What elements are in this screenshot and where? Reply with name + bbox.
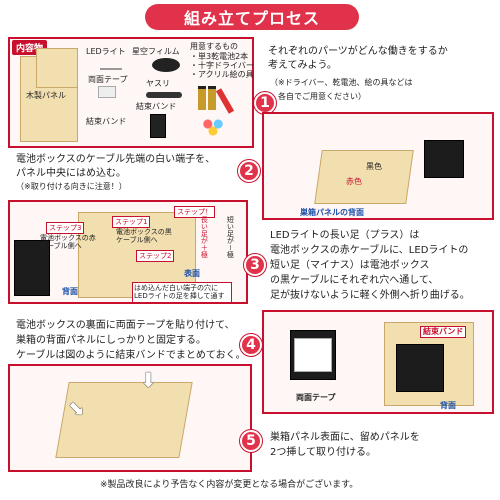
- intro-note: 各自でご用意ください）: [278, 92, 366, 101]
- intro-text: 考えてみよう。: [268, 60, 337, 71]
- black-label: 黒色: [366, 162, 382, 171]
- prepare-item: ・アクリル絵の具: [190, 70, 254, 79]
- tape-label: 両面テープ: [296, 393, 336, 402]
- contents-item-band-2: 結束バンド: [86, 117, 127, 126]
- prepare-item: ・十字ドライバー: [190, 61, 254, 70]
- step2-text: 電池ボックスの赤ケーブルに、LEDライトの: [270, 245, 469, 256]
- step3-note: 電池ボックスの赤ケーブル側へ: [40, 234, 96, 251]
- step1-note: （※取り付ける向きに注意！）: [16, 182, 127, 191]
- step2-text: 足が抜けないように軽く外側へ折り曲げる。: [270, 290, 470, 301]
- step1-tag: ステップ1: [112, 216, 151, 228]
- arrow-icon: ⬊: [68, 396, 85, 420]
- battery-image: [208, 86, 216, 110]
- step-number: 2: [238, 160, 260, 182]
- wood-panel-image: [36, 48, 78, 88]
- intro-note: （※ドライバー、乾電池、絵の具などは: [270, 78, 413, 87]
- battery-box-image: [150, 114, 166, 138]
- step2-text: LEDライトの長い足（プラス）は: [270, 230, 420, 241]
- battery-image: [198, 86, 206, 110]
- contents-item-film: 星空フィルム: [132, 47, 180, 56]
- battery-box-image: [424, 140, 464, 178]
- step3-text: ケーブルは図のように結束バンドでまとめておく。: [16, 350, 246, 361]
- band-label: 結束バンド: [420, 326, 467, 338]
- contents-item-wood-panel: 木製パネル: [26, 91, 66, 100]
- film-image: [152, 58, 180, 72]
- step1-text: パネル中央にはめ込む。: [16, 168, 126, 179]
- step1-note: 電池ボックスの黒ケーブル側へ: [116, 228, 172, 245]
- step-number: 4: [240, 334, 262, 356]
- led-image: [100, 58, 122, 70]
- step-number: 5: [240, 430, 262, 452]
- birdhouse-panel-image: [314, 150, 414, 204]
- step3-text: 巣箱の背面パネルにしっかりと固定する。: [16, 335, 206, 346]
- step2-text: の黒ケーブルにそれぞれ穴へ通して、: [270, 275, 439, 286]
- step-x-tag: ステップ！: [174, 206, 215, 218]
- prepare-title: 用意するもの: [190, 42, 238, 51]
- battery-box-image: [14, 240, 50, 296]
- battery-box-image: [396, 344, 444, 392]
- step2-tag: ステップ2: [136, 250, 175, 262]
- red-label: 赤色: [346, 177, 362, 186]
- paint-image: [200, 116, 226, 136]
- back-label: 背面: [440, 401, 456, 410]
- tape-image: [98, 86, 116, 98]
- step4-text: 2つ挿して取り付ける。: [270, 447, 377, 458]
- contents-item-file: ヤスリ: [146, 79, 170, 88]
- step3-text: 電池ボックスの裏面に両面テープを貼り付けて、: [16, 320, 235, 331]
- step4-text: 巣箱パネル表面に、留めパネルを: [270, 432, 420, 443]
- arrow-icon: ⬇: [140, 368, 157, 392]
- footer-note: ※製品改良により予告なく内容が変更となる場合がございます。: [100, 480, 359, 490]
- tape-image: [294, 338, 332, 372]
- panel-back-label: 巣箱パネルの背面: [300, 208, 364, 217]
- birdhouse-panel-image: [55, 382, 193, 458]
- step-number: 1: [254, 92, 276, 114]
- prepare-item: ・単3乾電池2本: [190, 52, 249, 61]
- file-image: [146, 92, 182, 98]
- front-label: 表面: [184, 269, 200, 278]
- short-leg-label: 短い足が－極: [226, 216, 235, 258]
- step-number: 3: [244, 254, 266, 276]
- step3-tag: ステップ3: [46, 222, 85, 234]
- long-leg-label: 長い足が＋極: [200, 216, 209, 258]
- back-label: 背面: [62, 287, 78, 296]
- step2-text: 短い足（マイナス）は電池ボックス: [270, 260, 430, 271]
- step1-text: 電池ボックスのケーブル先端の白い端子を、: [16, 154, 216, 165]
- contents-item-led: LEDライト: [86, 47, 126, 56]
- page-title: 組み立てプロセス: [145, 4, 359, 30]
- contents-item-tape: 両面テープ: [88, 75, 128, 84]
- intro-text: それぞれのパーツがどんな働きをするか: [268, 46, 448, 57]
- contents-item-band: 結束バンド: [136, 102, 177, 111]
- step2-image-note: はめ込んだ白い端子の穴にLEDライトの足を挿して通す: [132, 282, 232, 303]
